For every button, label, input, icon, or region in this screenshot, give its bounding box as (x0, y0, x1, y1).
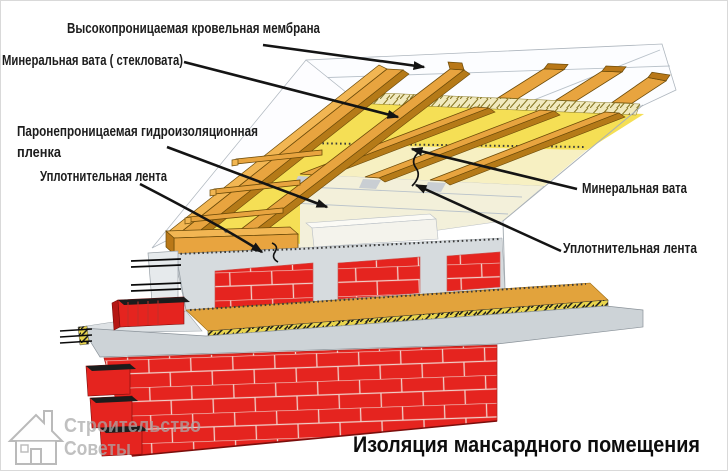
concrete-slab (81, 305, 644, 358)
deck-back-edge-dots (189, 283, 587, 311)
roof-cut-edge (502, 104, 644, 292)
roof-battens (184, 149, 323, 225)
brick-block (111, 296, 190, 331)
house-icon (7, 410, 65, 465)
ring-beam-rebar (130, 250, 182, 303)
arrow-sealing-tape-right (414, 183, 562, 253)
label-sealing-tape-left: Уплотнительная лента (40, 168, 167, 185)
film-wrapped-section (311, 218, 439, 248)
arrow-sealing-tape-left (139, 182, 264, 254)
label-sealing-tape-right: Уплотнительная лента (563, 240, 698, 257)
label-roof-membrane: Высокопроницаемая кровельная мембрана (67, 20, 321, 37)
knee-wall-bricks (214, 251, 501, 310)
rebar (59, 328, 93, 332)
brick-wall (85, 344, 498, 457)
label-mineral-wool-right: Минеральная вата (582, 180, 687, 197)
sealing-tape-squiggle (411, 151, 420, 187)
arrow-vapor-film (166, 145, 329, 209)
slab-edge-insulation (59, 325, 93, 346)
counter-batten-tips (496, 63, 671, 104)
rebar (59, 334, 93, 338)
arrow-mineral-wool-left (183, 60, 400, 119)
watermark-line2: Советы (64, 438, 131, 460)
rafters (167, 61, 626, 242)
film-overlap-line (284, 185, 523, 198)
film-overlap-line (271, 201, 509, 215)
arrow-roof-membrane (262, 43, 426, 71)
watermark-line1: Строительство (64, 415, 201, 437)
arrow-mineral-wool-right (410, 147, 578, 191)
watermark: Строительство Советы (7, 410, 201, 465)
label-vapor-film-line1: Паронепроницаемая гидроизоляционная (17, 123, 258, 140)
label-mineral-wool-glass: Минеральная вата ( стекловата) (2, 52, 183, 69)
diagram-title: Изоляция мансардного помещения (353, 432, 700, 457)
wall-top-seal-dots (175, 238, 501, 255)
sealing-tape-squiggle (271, 242, 279, 263)
leader-arrows (139, 43, 578, 254)
rebar (59, 340, 93, 344)
label-vapor-film-line2: пленка (17, 144, 62, 161)
